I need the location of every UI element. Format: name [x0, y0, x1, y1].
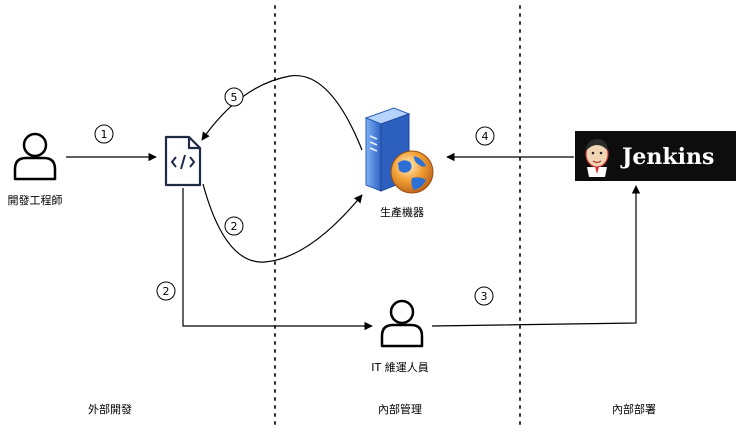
step-badge-2-server: 2 — [224, 216, 244, 236]
arrow-step-2-itops — [182, 188, 373, 331]
developer-person-icon — [13, 132, 57, 181]
svg-text:5: 5 — [231, 91, 238, 104]
server-label: 生產機器 — [380, 205, 424, 219]
it-ops-label: IT 維運人員 — [371, 361, 428, 374]
svg-text:1: 1 — [101, 128, 108, 141]
it-ops-person-icon — [380, 299, 424, 348]
step-badge-3: 3 — [474, 286, 494, 306]
step-badge-1: 1 — [94, 124, 114, 144]
code-file-icon — [164, 135, 202, 187]
lane-label-internal-mgmt: 內部管理 — [378, 402, 422, 416]
arrow-step-5 — [201, 75, 363, 151]
jenkins-wordmark: Jenkins — [620, 144, 714, 170]
step-badge-4: 4 — [475, 126, 495, 146]
arrow-step-3 — [431, 185, 641, 327]
arrow-step-2-server — [202, 183, 363, 263]
lane-label-internal-deploy: 內部部署 — [612, 402, 656, 416]
server-globe-icon — [364, 107, 434, 194]
svg-text:4: 4 — [482, 130, 489, 143]
svg-text:2: 2 — [163, 285, 170, 298]
svg-text:3: 3 — [481, 290, 488, 303]
step-badge-2-itops: 2 — [156, 281, 176, 301]
developer-label: 開發工程師 — [8, 193, 63, 207]
jenkins-logo: Jenkins — [575, 131, 736, 181]
step-badge-5: 5 — [224, 87, 244, 107]
svg-text:2: 2 — [231, 220, 238, 233]
lane-label-external-dev: 外部開發 — [88, 402, 132, 416]
